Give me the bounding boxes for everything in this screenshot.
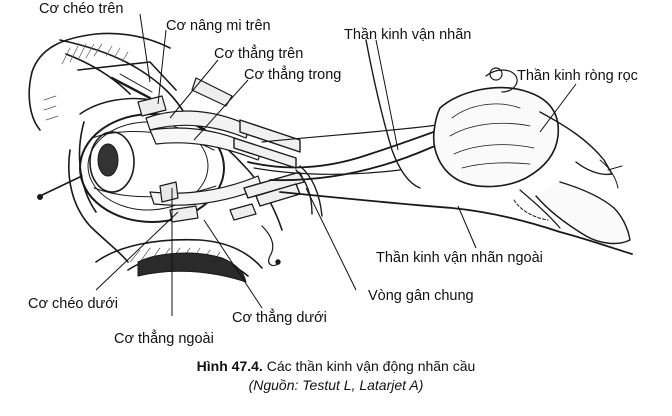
nerves <box>247 39 633 255</box>
label-co-nang-mi-tren: Cơ nâng mi trên <box>166 18 271 34</box>
figure-caption: Hình 47.4. Các thần kinh vận động nhãn c… <box>0 357 672 395</box>
label-co-thang-duoi: Cơ thẳng dưới <box>232 310 327 326</box>
label-vong-gan-chung: Vòng gân chung <box>368 288 474 304</box>
label-co-thang-tren: Cơ thẳng trên <box>214 46 304 62</box>
label-than-kinh-rong-roc: Thần kinh ròng rọc <box>517 68 638 84</box>
label-co-cheo-tren: Cơ chéo trên <box>39 1 124 17</box>
maxillary-sinus <box>137 252 247 283</box>
label-co-cheo-duoi: Cơ chéo dưới <box>28 296 118 312</box>
caption-title-line: Hình 47.4. Các thần kinh vận động nhãn c… <box>0 357 672 376</box>
leader-than-kinh-rong-roc <box>539 83 577 133</box>
caption-figure-number: Hình 47.4. <box>196 358 263 374</box>
optic-pointer <box>39 175 83 197</box>
leader-co-thang-trong <box>193 79 249 141</box>
leader-vong-gan-chung <box>305 187 357 291</box>
eyelid <box>79 97 153 115</box>
label-than-kinh-van-nhan: Thần kinh vận nhãn <box>344 27 472 43</box>
label-co-thang-ngoai: Cơ thẳng ngoài <box>114 331 214 347</box>
caption-title: Các thần kinh vận động nhãn cầu <box>266 358 476 374</box>
eyeball <box>79 113 225 223</box>
label-than-kinh-van-nhan-ngoai: Thần kinh vận nhãn ngoài <box>376 250 543 266</box>
leader-co-cheo-duoi <box>95 211 179 291</box>
bone-hatching <box>43 43 221 265</box>
leader-lines <box>95 13 577 316</box>
inferior-muscles <box>149 175 263 223</box>
leader-co-nang-mi-tren <box>157 29 167 105</box>
leader-co-cheo-tren <box>139 13 151 83</box>
brainstem <box>432 67 631 245</box>
caption-source: (Nguồn: Testut L, Latarjet A) <box>248 377 424 393</box>
leader-than-kinh-van-nhan <box>375 39 399 151</box>
leader-than-kinh-van-nhan-ngoai <box>457 205 477 249</box>
leader-co-thang-tren <box>169 59 219 119</box>
label-co-thang-trong: Cơ thẳng trong <box>244 67 342 83</box>
superior-muscles <box>110 73 263 161</box>
leader-co-thang-duoi <box>203 219 263 309</box>
